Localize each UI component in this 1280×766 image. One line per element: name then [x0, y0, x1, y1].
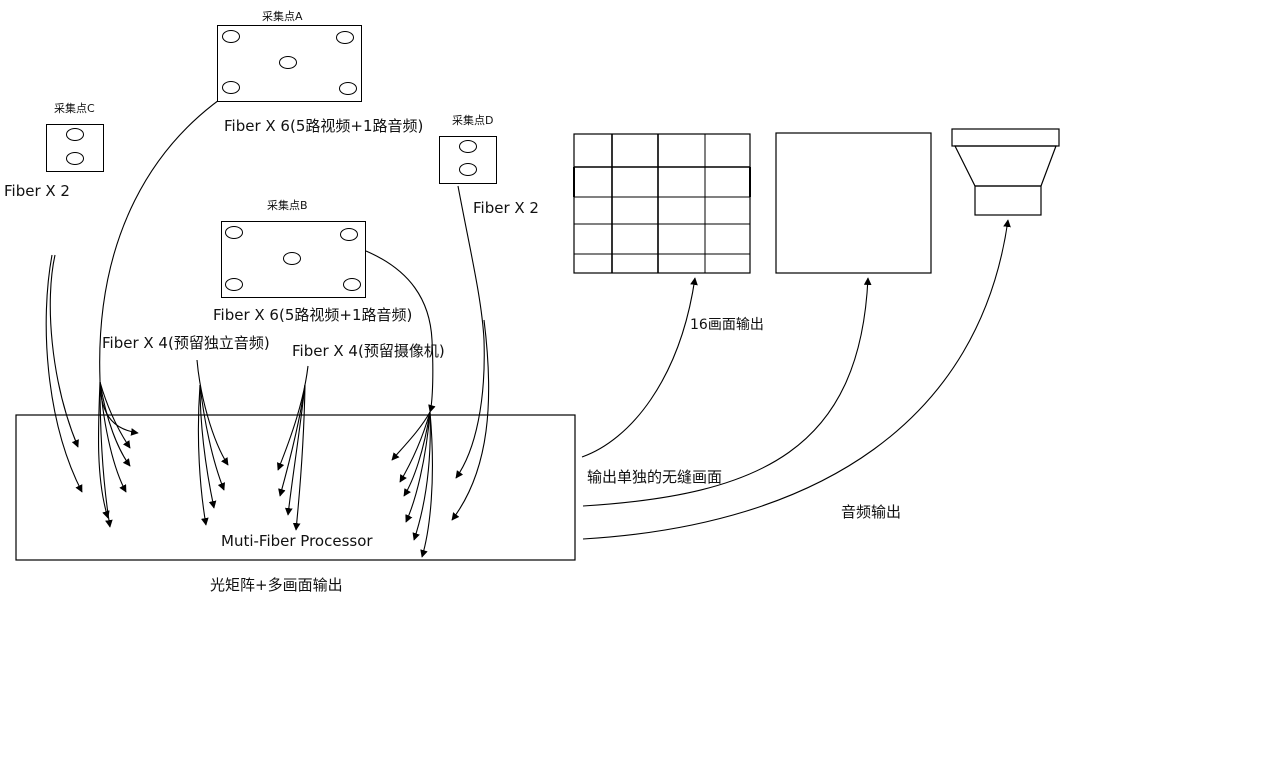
multiview-grid-icon: [573, 133, 751, 274]
point-a-fiber-label: Fiber X 6(5路视频+1路音频): [224, 117, 424, 135]
collection-point-d: [439, 136, 497, 184]
point-a-title: 采集点A: [262, 10, 303, 23]
speaker-icon: [951, 128, 1060, 216]
reserved-camera-label: Fiber X 4(预留摄像机): [292, 342, 445, 360]
collection-point-a: [217, 25, 362, 102]
socket-icon: [279, 56, 297, 69]
socket-icon: [225, 278, 243, 291]
point-d-fiber-label: Fiber X 2: [473, 199, 539, 217]
point-d-title: 采集点D: [452, 114, 494, 127]
point-c-title: 采集点C: [54, 102, 95, 115]
processor-box: [15, 414, 576, 561]
socket-icon: [339, 82, 357, 95]
point-b-title: 采集点B: [267, 199, 308, 212]
reserved-audio-label: Fiber X 4(预留独立音频): [102, 334, 270, 352]
socket-icon: [459, 140, 477, 153]
socket-icon: [66, 152, 84, 165]
socket-icon: [459, 163, 477, 176]
audio-output-label: 音频输出: [841, 503, 902, 521]
socket-icon: [283, 252, 301, 265]
socket-icon: [222, 30, 240, 43]
point-c-fiber-label: Fiber X 2: [4, 182, 70, 200]
point-b-fiber-label: Fiber X 6(5路视频+1路音频): [213, 306, 413, 324]
collection-point-c: [46, 124, 104, 172]
socket-icon: [343, 278, 361, 291]
processor-label: Muti-Fiber Processor: [221, 532, 373, 550]
socket-icon: [225, 226, 243, 239]
fiber-lines: [45, 83, 1011, 558]
processor-caption: 光矩阵+多画面输出: [210, 576, 343, 594]
single-screen-icon: [775, 132, 932, 274]
collection-point-b: [221, 221, 366, 298]
socket-icon: [222, 81, 240, 94]
multiview-output-label: 16画面输出: [690, 317, 764, 333]
socket-icon: [336, 31, 354, 44]
socket-icon: [340, 228, 358, 241]
socket-icon: [66, 128, 84, 141]
seamless-output-label: 输出单独的无缝画面: [587, 468, 723, 486]
